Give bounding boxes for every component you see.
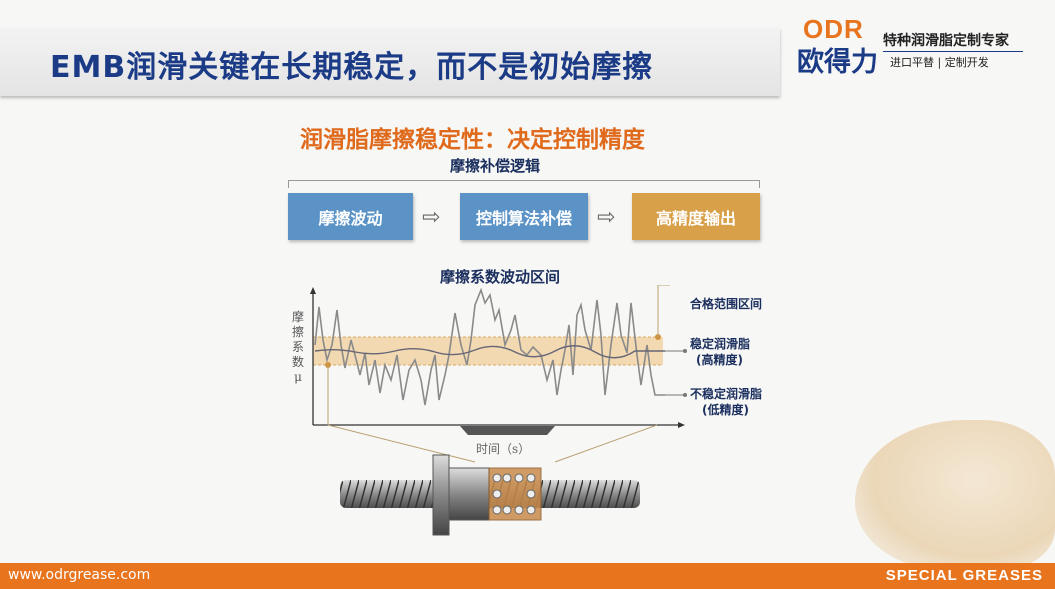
- legend-unstable: 不稳定润滑脂: [690, 387, 763, 401]
- unstable-grease-line: [314, 287, 665, 406]
- grease-decoration: [855, 420, 1055, 570]
- step-friction-fluctuation: 摩擦波动: [288, 193, 413, 240]
- logo-divider: [883, 51, 1023, 52]
- arrow-right-icon: ⇨: [597, 205, 616, 230]
- friction-chart: [310, 285, 687, 463]
- slider-nub: [460, 426, 555, 435]
- qualified-band: [313, 337, 663, 365]
- footer-slogan: SPECIAL GREASES: [885, 567, 1043, 584]
- logo: ODR 欧得力 特种润滑脂定制专家 进口平替 | 定制开发: [795, 14, 1035, 78]
- footer-bar: www.odrgrease.com SPECIAL GREASES: [0, 563, 1055, 589]
- legend-unstable-note: (低精度): [702, 403, 749, 417]
- logo-sub: 进口平替 | 定制开发: [890, 56, 989, 69]
- ball-screw-image: [340, 454, 640, 536]
- arrow-right-icon: ⇨: [422, 205, 441, 230]
- logo-name: 欧得力: [797, 47, 878, 78]
- legend-range: 合格范围区间: [690, 297, 763, 311]
- logo-tagline: 特种润滑脂定制专家: [883, 33, 1009, 49]
- legend-stable-note: (高精度): [696, 353, 743, 367]
- logic-title: 摩擦补偿逻辑: [450, 157, 541, 175]
- logo-brand: ODR: [803, 14, 864, 44]
- legend-stable: 稳定润滑脂: [690, 337, 751, 351]
- title-bar: EMB润滑关键在长期稳定，而不是初始摩擦: [0, 28, 780, 96]
- step-control-compensation: 控制算法补偿: [460, 193, 588, 240]
- chart-title: 摩擦系数波动区间: [440, 268, 561, 286]
- bracket-line: [288, 180, 760, 188]
- stable-grease-line: [314, 345, 665, 359]
- x-axis-label: 时间（s）: [476, 442, 531, 456]
- section-subtitle: 润滑脂摩擦稳定性：决定控制精度: [300, 127, 645, 153]
- page-title: EMB润滑关键在长期稳定，而不是初始摩擦: [50, 50, 654, 85]
- step-high-precision-output: 高精度输出: [632, 193, 760, 240]
- footer-url[interactable]: www.odrgrease.com: [8, 567, 151, 583]
- y-axis-label: 摩擦系数μ: [291, 310, 304, 384]
